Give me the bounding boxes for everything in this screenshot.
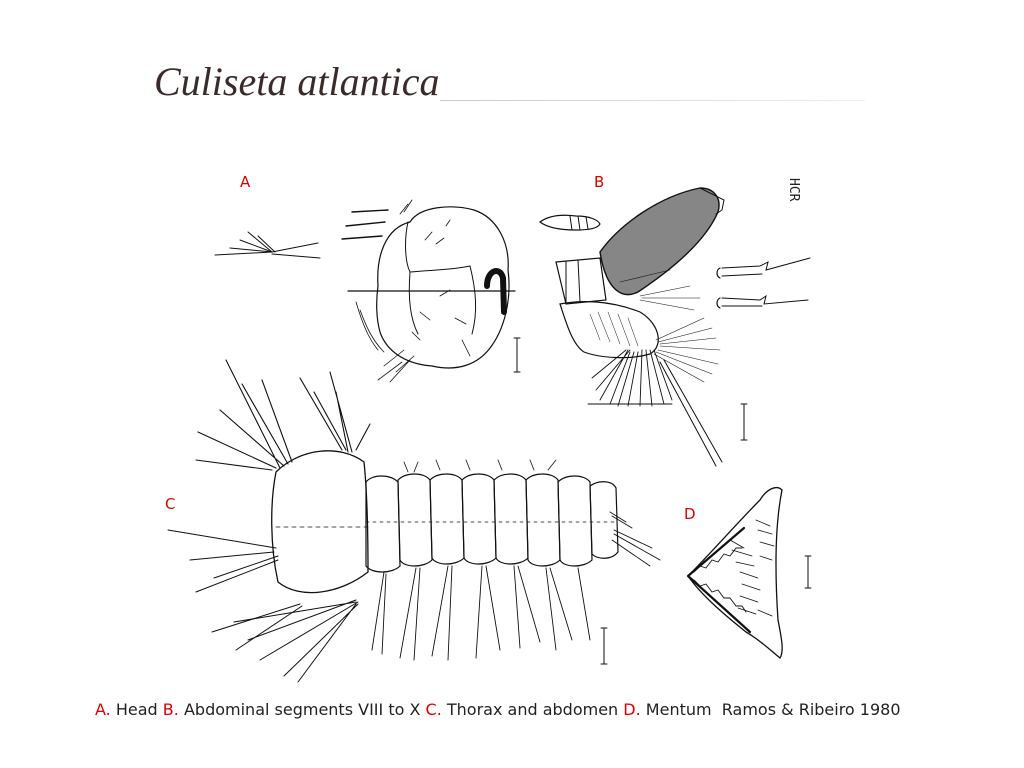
caption-credit: Ramos & Ribeiro 1980 — [721, 700, 901, 719]
panel-c-body-drawing — [167, 359, 661, 683]
panel-label-b: B — [594, 173, 605, 191]
caption-text-c: Thorax and abdomen — [446, 700, 619, 719]
panel-a-head-drawing — [214, 199, 521, 383]
caption-text-a: Head — [115, 700, 158, 719]
caption-letter-c: C — [425, 700, 437, 719]
panel-b-segments-drawing — [538, 187, 811, 467]
illustrator-initials: HCR — [786, 178, 801, 202]
page-title: Culiseta atlantica — [154, 59, 440, 104]
caption-text-b: Abdominal segments VIII to X — [183, 700, 421, 719]
figure-caption: A. Head B. Abdominal segments VIII to X … — [95, 700, 901, 719]
panel-d-mentum-drawing — [686, 486, 812, 659]
caption-letter-a: A — [95, 700, 106, 719]
panel-label-d: D — [684, 505, 696, 523]
title-underline — [440, 100, 865, 101]
panel-label-a: A — [240, 173, 251, 191]
caption-letter-d: D — [623, 700, 636, 719]
caption-letter-b: B — [162, 700, 174, 719]
panel-label-c: C — [165, 495, 176, 513]
caption-text-d: Mentum — [645, 700, 712, 719]
